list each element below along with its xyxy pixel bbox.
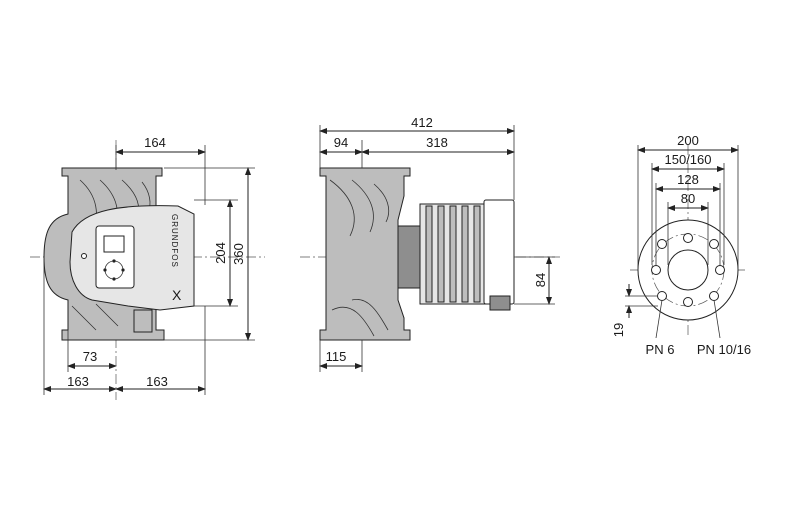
side-view: 412 94 318 84 115: [300, 115, 560, 372]
dim-label-73: 73: [83, 349, 97, 364]
dim-label-163-right: 163: [146, 374, 168, 389]
dim-label-94: 94: [334, 135, 348, 150]
label-pn6: PN 6: [646, 342, 675, 357]
dim-label-318: 318: [426, 135, 448, 150]
dim-label-19: 19: [611, 323, 626, 337]
dim-label-84: 84: [533, 273, 548, 287]
dim-label-80: 80: [681, 191, 695, 206]
pump-neck: [397, 225, 423, 289]
dim-label-163-left: 163: [67, 374, 89, 389]
motor-fins: [425, 205, 481, 303]
label-pn10-16: PN 10/16: [697, 342, 751, 357]
dim-label-204: 204: [213, 242, 228, 264]
x-logo: X: [172, 287, 182, 303]
brand-label: GRUNDFOS: [170, 214, 179, 268]
pump-body-side: [319, 167, 411, 341]
terminal-box: [483, 199, 515, 305]
flange-view: 200 150/160 128 80 19 PN 6 PN 10/16: [611, 133, 751, 357]
dim-label-360: 360: [231, 243, 246, 265]
flange-bore: [667, 249, 709, 291]
dim-label-150-160: 150/160: [665, 152, 712, 167]
dim-label-128: 128: [677, 172, 699, 187]
dim-label-412: 412: [411, 115, 433, 130]
dim-label-200: 200: [677, 133, 699, 148]
front-view: GRUNDFOS X 164 204 360 73 163 163: [30, 135, 265, 400]
dim-label-115: 115: [326, 349, 347, 364]
dim-label-164: 164: [144, 135, 166, 150]
